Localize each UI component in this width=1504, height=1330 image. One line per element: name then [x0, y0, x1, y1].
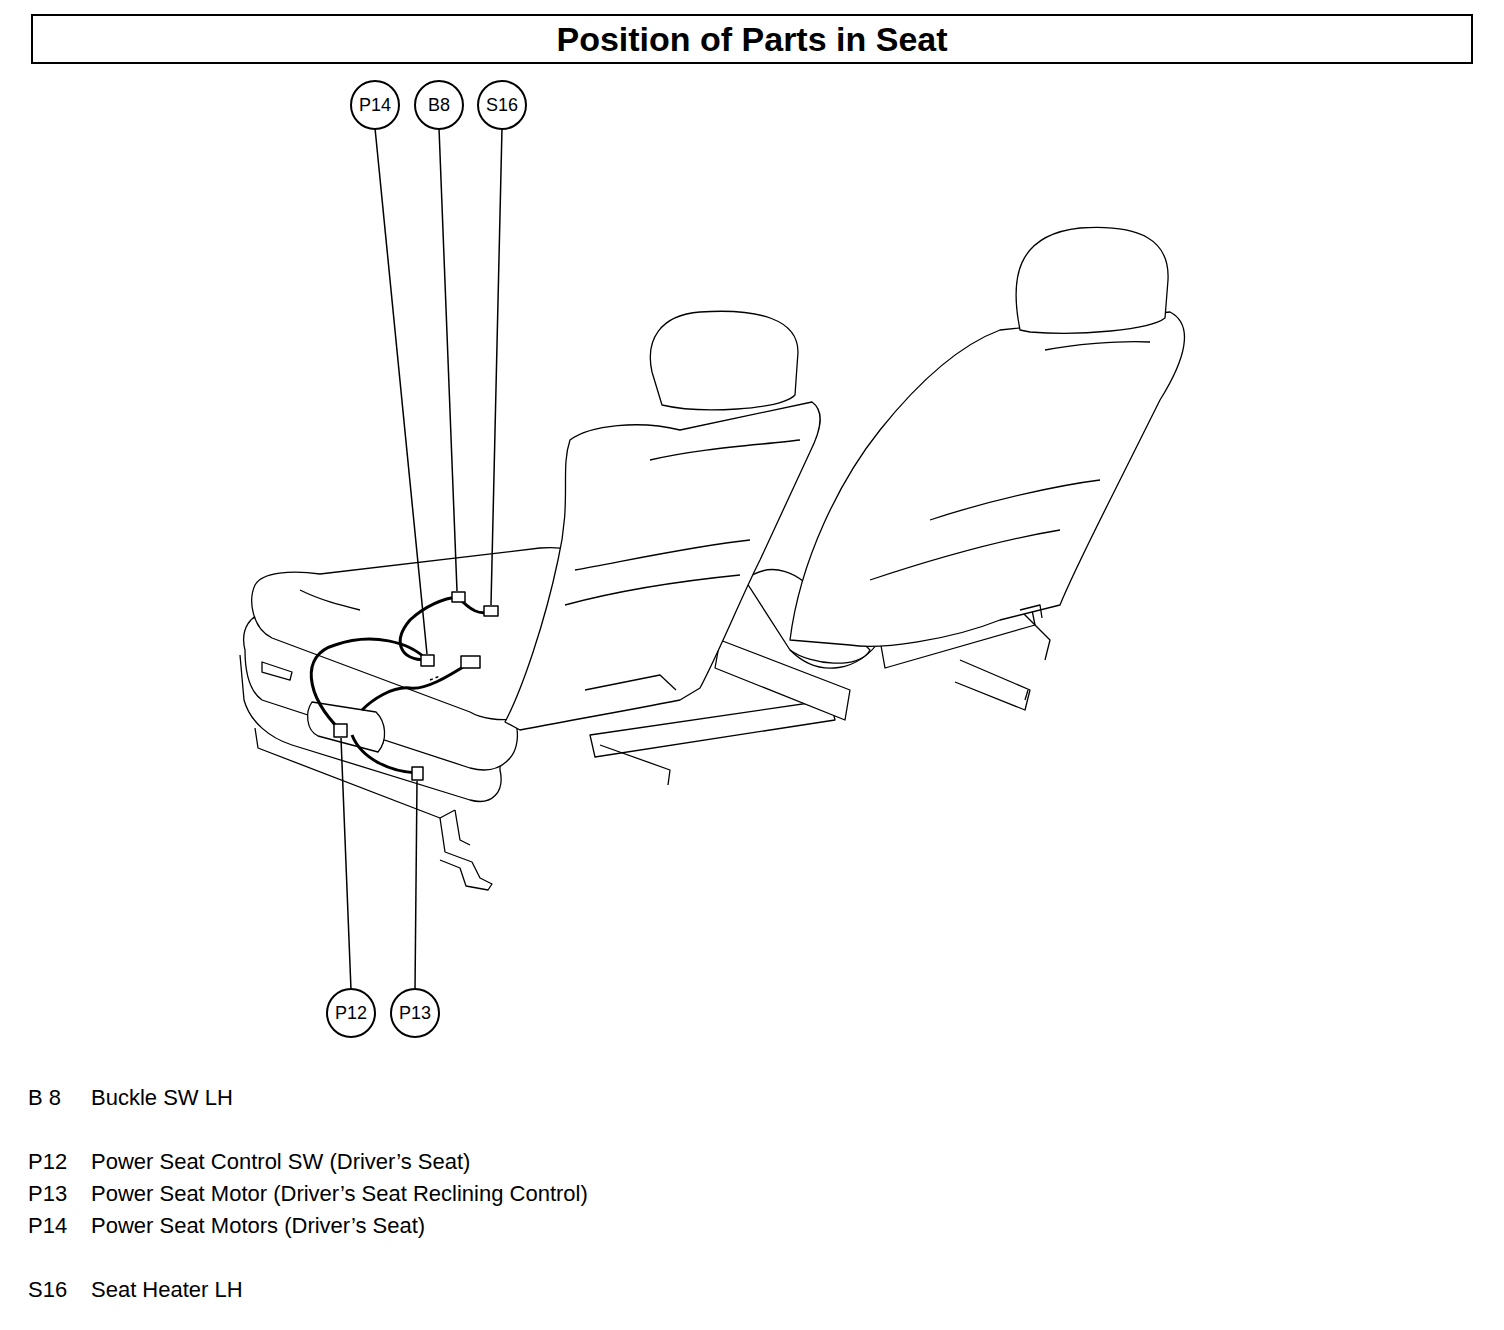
leader-lines — [341, 128, 502, 990]
passenger-seat — [745, 227, 1184, 710]
callout-number: B8 — [428, 95, 450, 116]
callout-circle: P13 — [390, 988, 440, 1038]
part-name: Seat Heater LH — [91, 1277, 243, 1303]
part-code: S16 — [28, 1277, 67, 1303]
part-code: B 8 — [28, 1085, 61, 1111]
callout-circle: S16 — [477, 80, 527, 130]
part-code: P13 — [28, 1181, 67, 1207]
callout-number: P14 — [359, 95, 391, 116]
wire-harness — [311, 597, 491, 773]
driver-seat — [240, 311, 850, 890]
title-text: Position of Parts in Seat — [556, 20, 947, 59]
callout-circle: P12 — [326, 988, 376, 1038]
callout-circle: B8 — [414, 80, 464, 130]
part-name: Buckle SW LH — [91, 1085, 233, 1111]
part-name: Power Seat Control SW (Driver’s Seat) — [91, 1149, 470, 1175]
title-box: Position of Parts in Seat — [31, 14, 1473, 64]
callout-number: P13 — [399, 1003, 431, 1024]
callout-number: S16 — [486, 95, 518, 116]
part-name: Power Seat Motors (Driver’s Seat) — [91, 1213, 425, 1239]
connector-blocks — [334, 592, 498, 780]
callout-number: P12 — [335, 1003, 367, 1024]
part-code: P12 — [28, 1149, 67, 1175]
callout-circle: P14 — [350, 80, 400, 130]
part-code: P14 — [28, 1213, 67, 1239]
part-name: Power Seat Motor (Driver’s Seat Reclinin… — [91, 1181, 588, 1207]
